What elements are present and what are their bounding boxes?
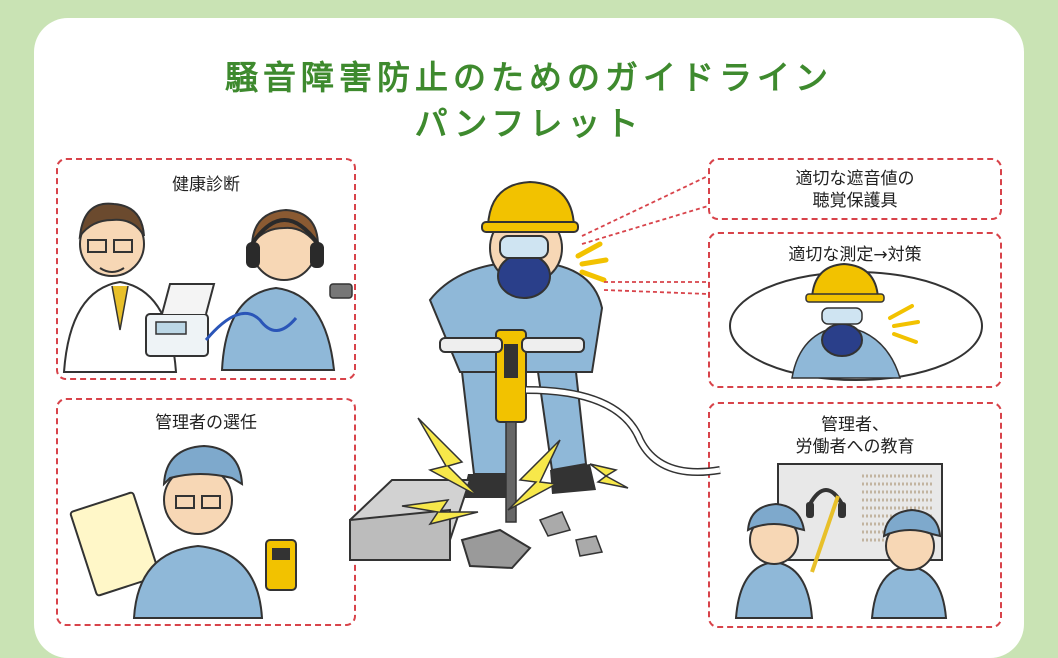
noise-lines-icon xyxy=(575,241,609,283)
panel-label-measurement: 適切な測定→対策 xyxy=(788,245,922,265)
panel-label-hearing-protection-2: 聴覚保護具 xyxy=(812,191,898,211)
panel-label-health-check: 健康診断 xyxy=(172,175,240,195)
page-title: 騒音障害防止のためのガイドライン xyxy=(225,58,833,97)
measurement-illustration xyxy=(729,262,983,381)
page-subtitle: パンフレット xyxy=(414,104,644,143)
callout-lines xyxy=(581,175,709,295)
concrete-block-illustration xyxy=(349,479,604,570)
audiometer-icon xyxy=(145,283,216,357)
education-illustration xyxy=(734,463,948,619)
illustration-layer xyxy=(62,175,983,619)
panel-hearing-protection: 適切な遮音値の 聴覚保護具 xyxy=(708,158,1002,220)
lightning-icon xyxy=(401,417,629,526)
worker-illustration xyxy=(428,180,721,523)
panel-label-education-1: 管理者、 xyxy=(821,415,889,435)
panel-label-education-2: 労働者への教育 xyxy=(795,437,915,457)
panel-label-hearing-protection-1: 適切な遮音値の xyxy=(795,169,915,189)
manager-illustration xyxy=(69,444,297,619)
patient-illustration xyxy=(204,208,353,371)
panel-label-manager-selection: 管理者の選任 xyxy=(155,413,257,433)
